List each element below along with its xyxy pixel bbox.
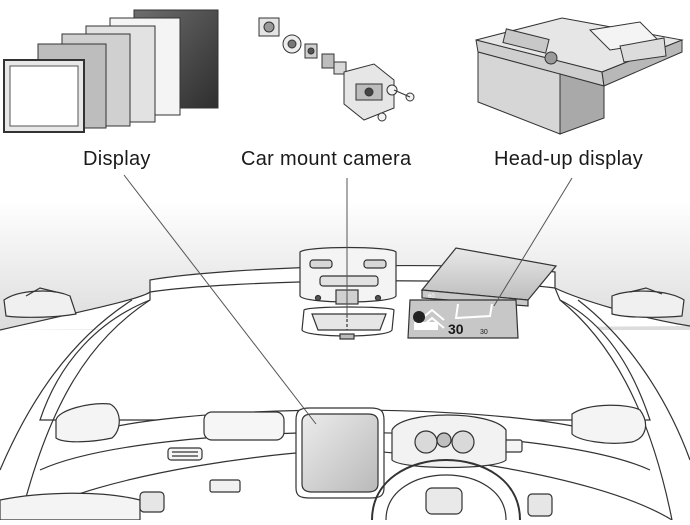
label-car-mount-camera: Car mount camera — [241, 148, 412, 170]
center-display — [295, 407, 385, 499]
leader-line-display — [123, 174, 317, 425]
hud-speed-text: 30 — [448, 321, 464, 337]
hud-limit-text: 30 — [480, 329, 488, 336]
label-head-up-display: Head-up display — [494, 148, 644, 170]
camera-parts-illustration — [258, 17, 415, 122]
display-layers-illustration — [3, 9, 219, 133]
label-display: Display — [83, 148, 151, 170]
steering-wheel — [371, 414, 521, 521]
rearview-mirror-camera — [299, 246, 397, 340]
leader-lines — [123, 174, 573, 425]
hud-on-dash — [407, 247, 558, 339]
hud-badge-text: 60 — [428, 294, 435, 300]
hud-unit-illustration — [475, 17, 684, 135]
leader-line-hud — [493, 177, 573, 307]
